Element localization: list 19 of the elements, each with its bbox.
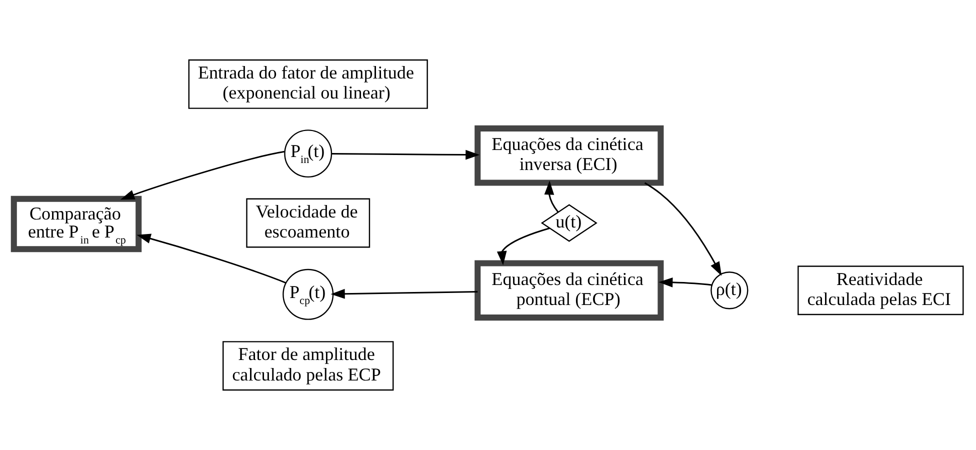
arrow: [331, 150, 480, 160]
arrow: [496, 228, 550, 266]
node-diamond: u(t): [540, 204, 597, 242]
arrow: [544, 180, 558, 212]
arrow: [120, 150, 284, 200]
node-box: Equações da cinética inversa (ECI): [474, 125, 664, 186]
arrow: [330, 288, 478, 299]
node-circle: P$_{cp}$(t): [282, 268, 334, 320]
node-box: Velocidade de escoamento: [246, 198, 370, 248]
node-box: Reatividade calculada pelas ECI: [797, 266, 964, 316]
node-box: Comparação entre P$_{in}$ e P$_{cp}$: [10, 196, 142, 252]
arrow: [644, 182, 722, 276]
node-circle: ρ(t): [710, 272, 748, 310]
node-circle: P$_{in}$(t): [284, 130, 332, 178]
arrow: [658, 277, 712, 288]
node-box: Entrada do fator de amplitude (exponencial ou linear): [188, 59, 428, 109]
node-box: Fator de amplitude calculado pelas ECP: [222, 341, 394, 391]
arrow: [136, 234, 286, 284]
node-box: Equações da cinética pontual (ECP): [474, 260, 664, 321]
